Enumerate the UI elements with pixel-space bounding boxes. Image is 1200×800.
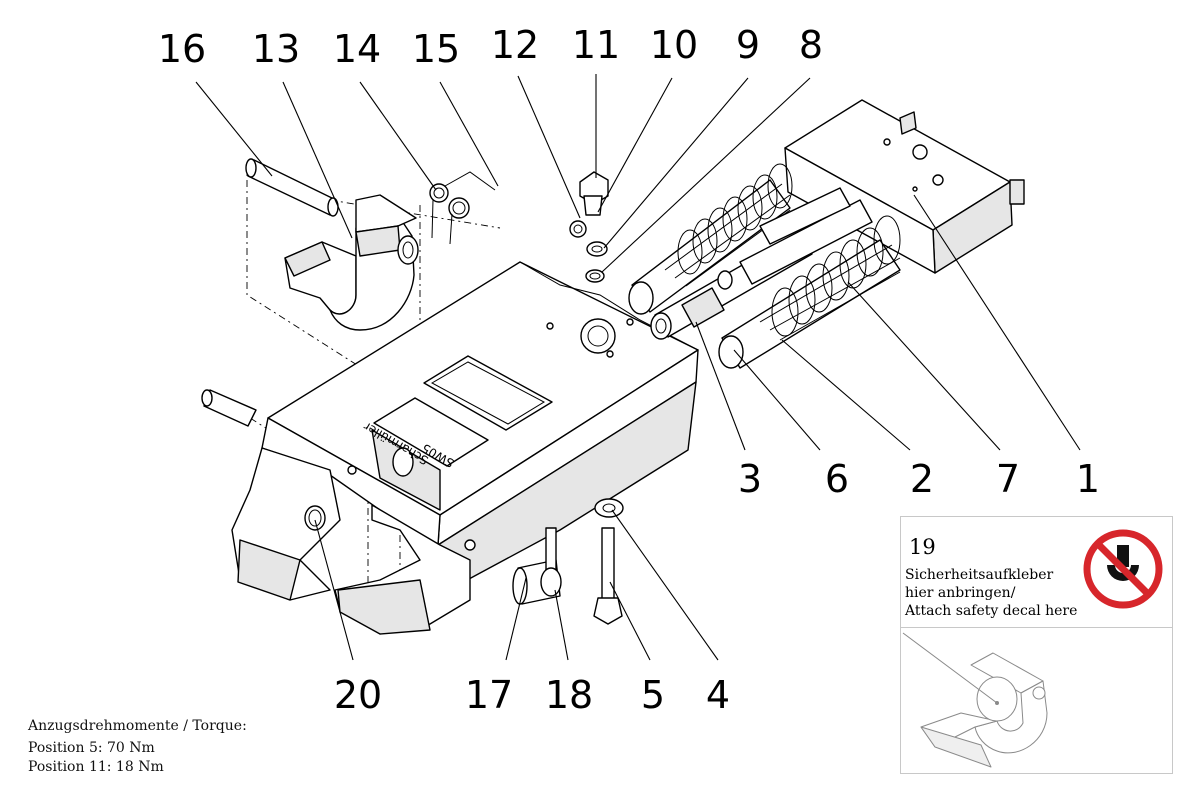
- callout-15: 15: [411, 27, 461, 71]
- latch-hook: [284, 194, 419, 331]
- decal-text-line-2: hier anbringen/: [905, 585, 1016, 601]
- callout-5: 5: [640, 673, 666, 717]
- callout-4: 4: [705, 673, 731, 717]
- callout-16: 16: [157, 27, 207, 71]
- callout-3: 3: [737, 457, 763, 501]
- decal-location-sketch: [902, 632, 1048, 768]
- hook-pin: [245, 158, 339, 217]
- callout-12: 12: [490, 23, 540, 67]
- callout-19: 19: [909, 535, 936, 559]
- torque-position-11: Position 11: 18 Nm: [28, 759, 164, 775]
- callout-13: 13: [251, 27, 301, 71]
- callout-20: 20: [333, 673, 383, 717]
- no-hook-prohibition-icon: [1083, 529, 1163, 609]
- torsion-springs: [429, 171, 496, 245]
- callout-10: 10: [649, 23, 699, 67]
- coupling-body: [231, 261, 699, 635]
- piston-rods: [650, 187, 873, 340]
- callout-14: 14: [332, 27, 382, 71]
- upper-cylinder: [628, 163, 793, 315]
- callout-1: 1: [1075, 457, 1101, 501]
- fittings: [569, 171, 609, 283]
- callout-7: 7: [995, 457, 1021, 501]
- callout-2: 2: [909, 457, 935, 501]
- safety-decal-box: 19 Sicherheitsaufkleber hier anbringen/ …: [900, 516, 1173, 774]
- leader-lines: [195, 74, 1081, 661]
- callout-18: 18: [544, 673, 594, 717]
- torque-position-5: Position 5: 70 Nm: [28, 740, 155, 756]
- lower-cylinder: [718, 215, 901, 369]
- decal-text-line-1: Sicherheitsaufkleber: [905, 567, 1054, 583]
- callout-9: 9: [735, 23, 761, 67]
- decal-divider: [901, 627, 1172, 628]
- bottom-fasteners: [201, 389, 624, 625]
- callout-17: 17: [464, 673, 514, 717]
- callout-8: 8: [798, 23, 824, 67]
- torque-heading: Anzugsdrehmomente / Torque:: [28, 718, 247, 734]
- callout-11: 11: [571, 23, 621, 67]
- callout-6: 6: [824, 457, 850, 501]
- decal-text-line-3: Attach safety decal here: [905, 603, 1078, 619]
